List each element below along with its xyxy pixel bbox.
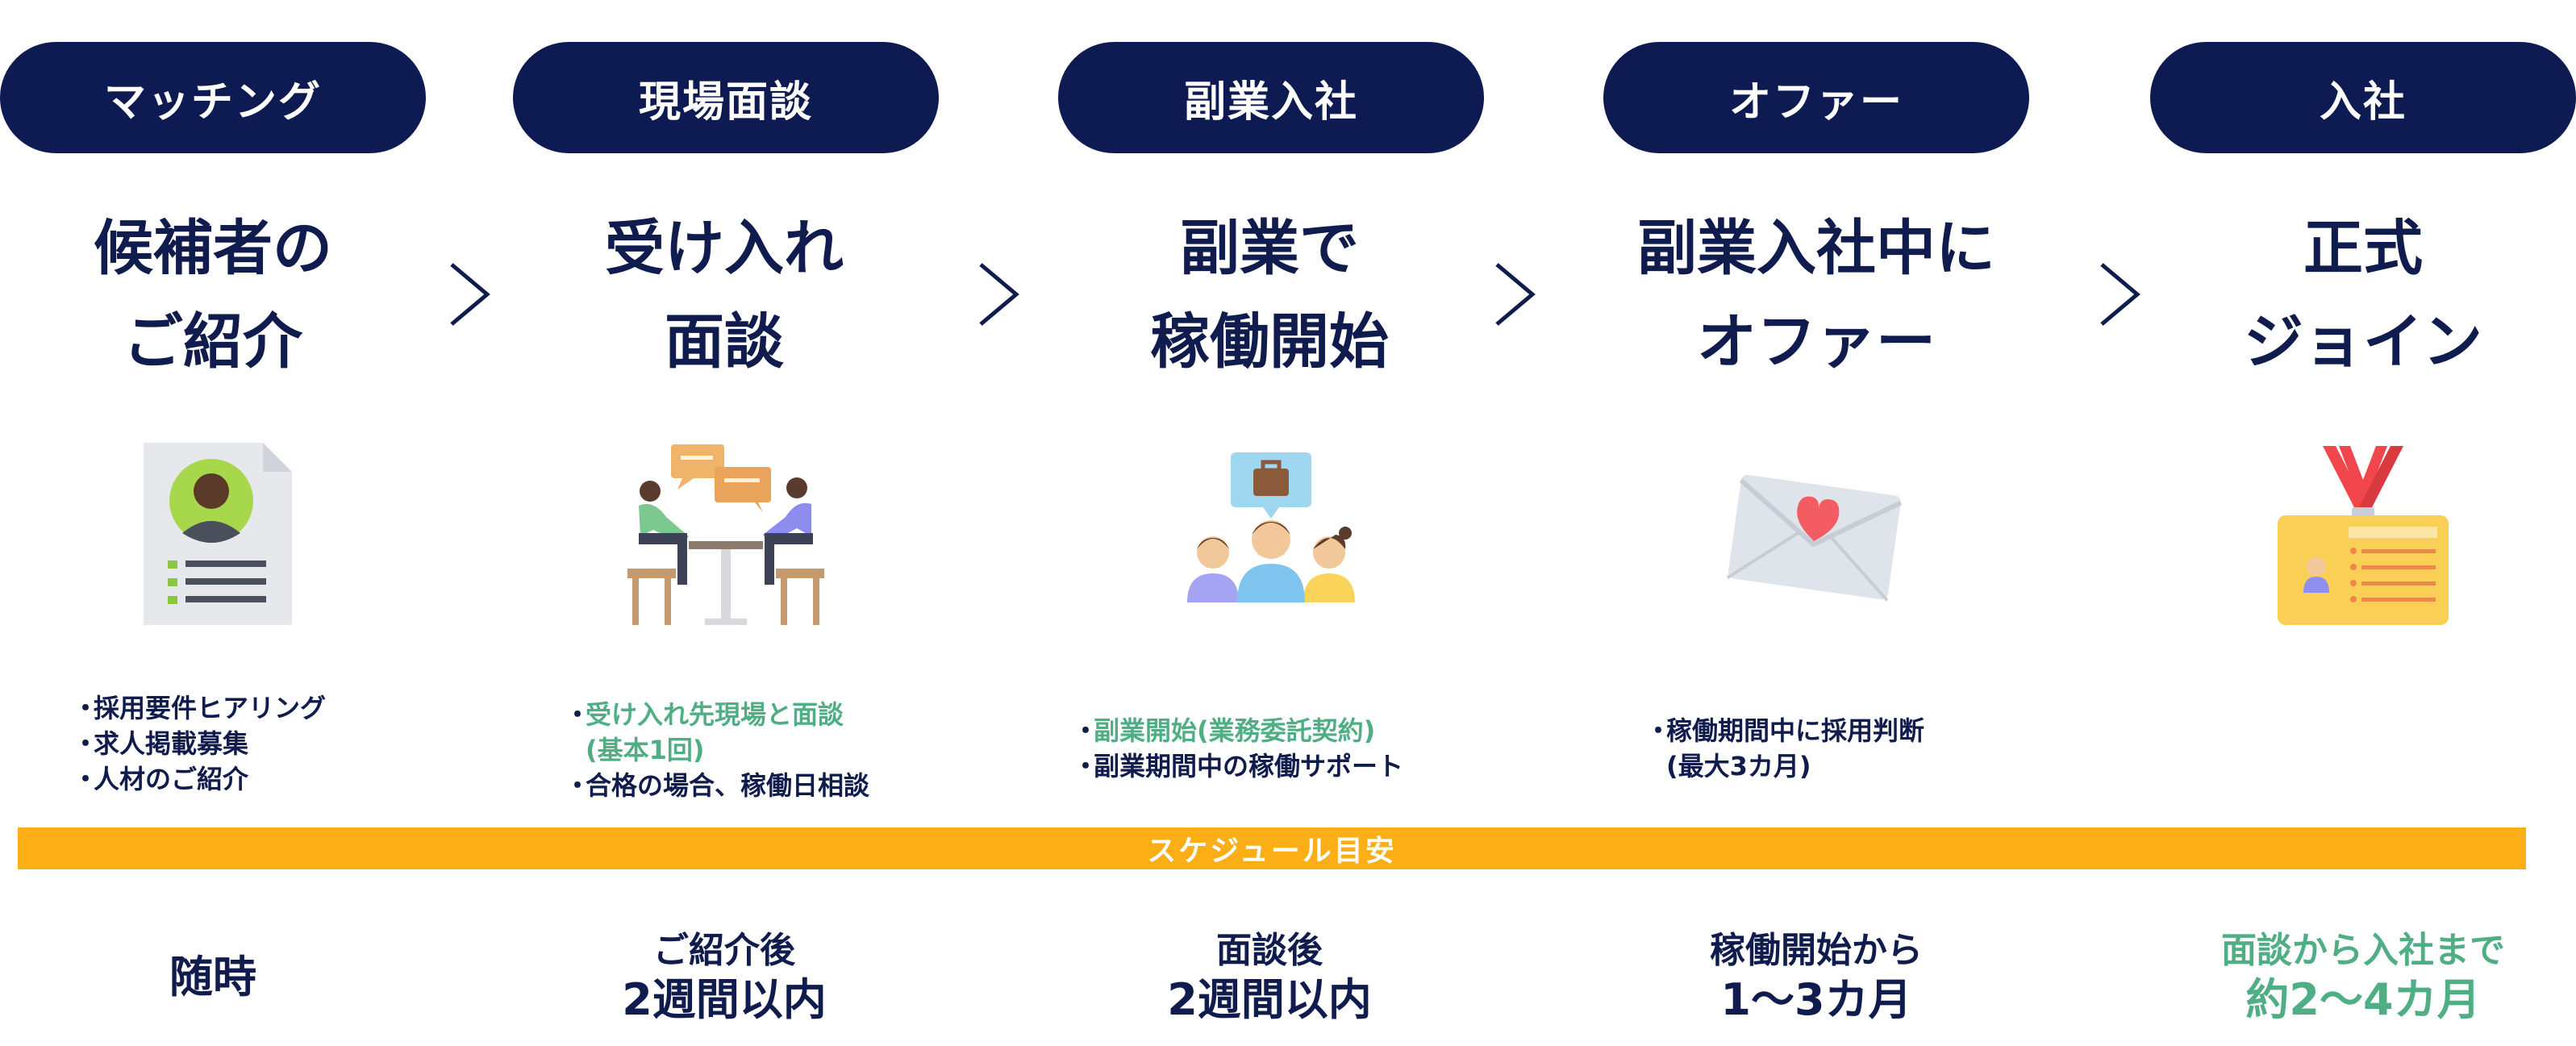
schedule-offer: 稼働開始から 1〜3カ月 bbox=[1710, 930, 1923, 1025]
heading-line: 受け入れ bbox=[605, 214, 844, 283]
step-bullets-matching: ・採用要件ヒアリング ・求人掲載募集 ・人材のご紹介 bbox=[73, 690, 326, 797]
bullet-item-continuation: (基本1回) bbox=[586, 735, 705, 765]
step-pill-offer: オファー bbox=[1603, 42, 2029, 153]
step-bullets-onsite-interview: ・受け入れ先現場と面談 (基本1回) ・合格の場合、稼働日相談 bbox=[565, 697, 869, 803]
step-bullets-offer: ・稼働期間中に採用判断 (最大3カ月) bbox=[1645, 713, 1924, 784]
schedule-matching: 随時 bbox=[169, 952, 256, 1002]
chevron-right-icon bbox=[979, 263, 1019, 326]
bullet-item: ・採用要件ヒアリング bbox=[73, 693, 327, 723]
step-pill-matching: マッチング bbox=[0, 42, 426, 153]
schedule-guide-band: スケジュール目安 bbox=[18, 827, 2526, 869]
step-heading-onsite-interview: 受け入れ 面談 bbox=[498, 202, 950, 389]
team-briefcase-icon bbox=[1187, 452, 1355, 602]
step-heading-offer: 副業入社中に オファー bbox=[1590, 202, 2042, 389]
resume-document-icon bbox=[144, 443, 292, 625]
heading-line: ジョイン bbox=[2244, 307, 2482, 377]
chevron-right-icon bbox=[2100, 263, 2140, 326]
step-heading-join: 正式 ジョイン bbox=[2137, 202, 2576, 389]
bullet-item: ・受け入れ先現場と面談 bbox=[565, 699, 844, 730]
chevron-right-icon bbox=[1495, 263, 1536, 326]
step-heading-matching: 候補者の ご紹介 bbox=[0, 202, 439, 389]
step-pill-side-job: 副業入社 bbox=[1058, 42, 1484, 153]
bullet-item: ・求人掲載募集 bbox=[73, 728, 249, 759]
bullet-item: ・副業開始(業務委託契約) bbox=[1073, 715, 1376, 746]
heading-line: 面談 bbox=[665, 307, 784, 377]
heading-line: 副業で bbox=[1180, 214, 1359, 283]
heading-line: ご紹介 bbox=[123, 307, 302, 377]
schedule-join: 面談から入社まで 約2〜4カ月 bbox=[2221, 930, 2505, 1025]
chevron-right-icon bbox=[450, 263, 490, 326]
schedule-onsite-interview: ご紹介後 2週間以内 bbox=[622, 930, 827, 1025]
heart-envelope-icon bbox=[1726, 474, 1903, 602]
step-pill-onsite-interview: 現場面談 bbox=[513, 42, 939, 153]
heading-line: 正式 bbox=[2303, 214, 2423, 283]
bullet-item: ・人材のご紹介 bbox=[73, 764, 249, 794]
step-heading-side-job: 副業で 稼働開始 bbox=[1044, 202, 1495, 389]
step-pill-join: 入社 bbox=[2150, 42, 2576, 153]
bullet-item: ・稼働期間中に採用判断 bbox=[1645, 715, 1925, 746]
schedule-side-job: 面談後 2週間以内 bbox=[1167, 930, 1372, 1025]
employee-id-badge-icon bbox=[2278, 446, 2449, 625]
heading-line: オファー bbox=[1697, 307, 1936, 377]
bullet-item: ・合格の場合、稼働日相談 bbox=[565, 770, 870, 801]
heading-line: 副業入社中に bbox=[1637, 214, 1995, 283]
heading-line: 候補者の bbox=[94, 214, 332, 283]
bullet-item-continuation: (最大3カ月) bbox=[1666, 751, 1811, 781]
step-bullets-side-job: ・副業開始(業務委託契約) ・副業期間中の稼働サポート bbox=[1073, 713, 1403, 784]
interview-meeting-icon bbox=[627, 444, 824, 625]
bullet-item: ・副業期間中の稼働サポート bbox=[1073, 751, 1404, 781]
heading-line: 稼働開始 bbox=[1150, 307, 1389, 377]
